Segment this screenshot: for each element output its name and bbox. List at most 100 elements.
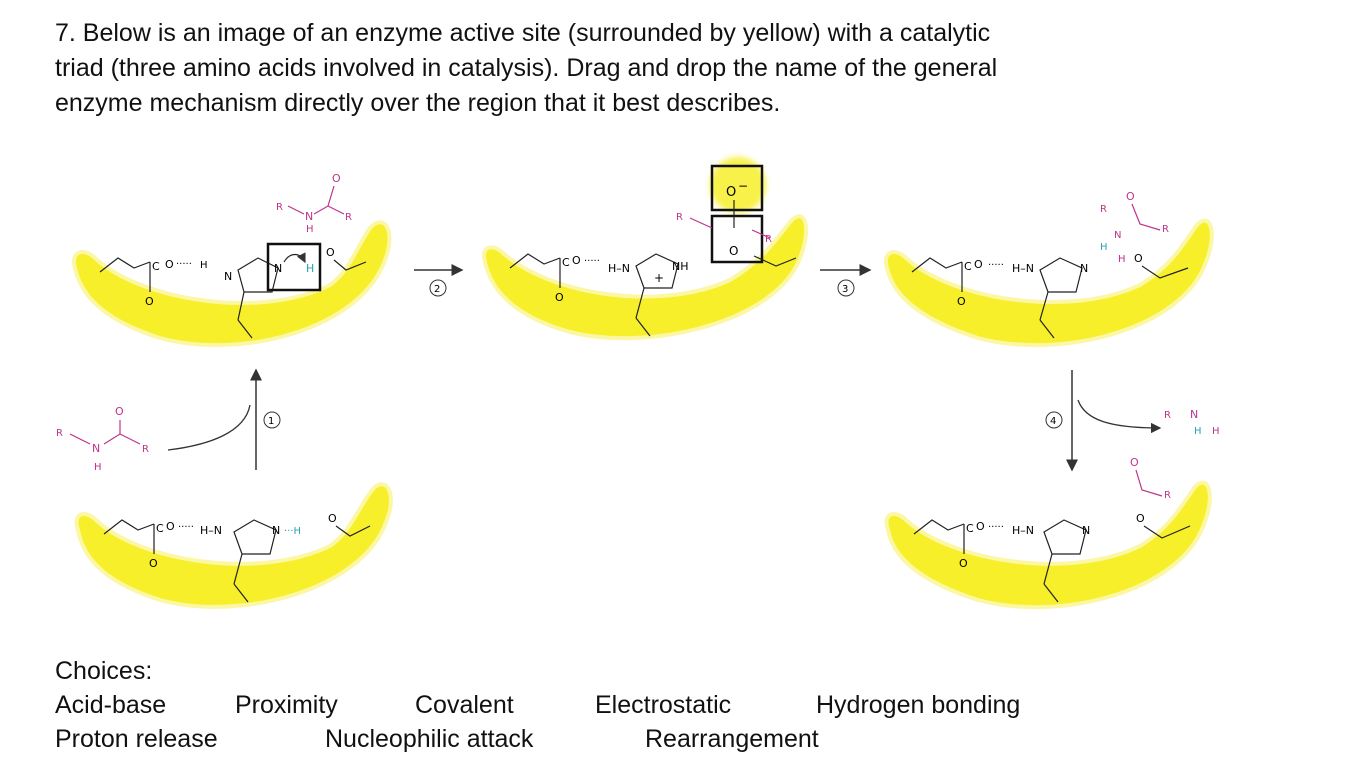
step-number: 2: [434, 284, 440, 295]
step-number: 3: [842, 284, 848, 295]
atom-label: H: [306, 262, 314, 275]
atom-label: O: [166, 520, 175, 533]
atom-label: O: [326, 246, 335, 259]
atom-label: O: [332, 172, 341, 185]
substituent: R: [345, 212, 352, 223]
atom-label: O: [555, 291, 564, 304]
choice-proximity[interactable]: Proximity: [235, 691, 338, 719]
charge-label: −: [738, 179, 748, 193]
choice-hydrogen-bonding[interactable]: Hydrogen bonding: [816, 691, 1021, 719]
atom-label: N: [305, 210, 313, 223]
atom-label: O: [115, 405, 124, 418]
substituent: R: [1162, 224, 1169, 235]
choice-electrostatic[interactable]: Electrostatic: [595, 691, 732, 719]
question-text: 7. Below is an image of an enzyme active…: [55, 16, 1255, 121]
atom-label: N: [92, 442, 100, 455]
atom-label: O: [729, 244, 738, 258]
atom-label: N: [1190, 408, 1198, 421]
atom-label: H–N: [1012, 262, 1034, 275]
atom-label: O: [1130, 456, 1139, 469]
atom-label: C: [964, 260, 972, 273]
substituent: R: [142, 444, 149, 455]
atom-label: NH: [672, 260, 689, 273]
panel-c: C O O ····· H–N N R N H H O R O: [883, 190, 1214, 348]
h-bond-dots: ·····: [584, 256, 600, 267]
step-arrow-3: 3: [820, 264, 872, 297]
atom-label: O: [959, 557, 968, 570]
choice-rearrangement[interactable]: Rearrangement: [645, 725, 819, 753]
h-bond-dots: ···H: [284, 526, 301, 537]
atom-label: O: [1134, 252, 1143, 265]
substituent: R: [1164, 490, 1171, 501]
drop-target-box[interactable]: [710, 214, 764, 264]
question-line: 7. Below is an image of an enzyme active…: [55, 19, 991, 47]
choices-label: Choices:: [55, 657, 153, 685]
atom-label: H: [1212, 426, 1220, 437]
atom-label: C: [562, 256, 570, 269]
panel-d: C O O ····· H–N N ···H O: [74, 482, 393, 609]
atom-label: N: [224, 270, 232, 283]
atom-label: H: [1118, 254, 1126, 265]
choice-proton-release[interactable]: Proton release: [55, 725, 218, 753]
substituent: R: [676, 212, 683, 223]
choice-nucleophilic-attack[interactable]: Nucleophilic attack: [325, 725, 534, 753]
substituent: R: [56, 428, 63, 439]
question-line: triad (three amino acids involved in cat…: [55, 54, 998, 82]
step-number: 4: [1050, 416, 1056, 427]
atom-label: H: [94, 462, 102, 473]
atom-label: O: [957, 295, 966, 308]
h-bond-dots: ·····: [176, 259, 192, 270]
step-number: 1: [268, 416, 274, 427]
drop-target-box[interactable]: [710, 164, 764, 212]
atom-label: O: [572, 254, 581, 267]
active-site-pocket: [884, 480, 1212, 610]
atom-label: H: [1194, 426, 1202, 437]
atom-label: C: [966, 522, 974, 535]
active-site-pocket: [72, 220, 392, 348]
enzyme-mechanism-figure: C O O ····· H N N H O R N H O R 2 C: [56, 157, 1220, 610]
atom-label: H: [306, 224, 314, 235]
substituent: R: [1164, 410, 1171, 421]
atom-label: N: [1082, 524, 1090, 537]
atom-label: O: [976, 520, 985, 533]
substituent: R: [1100, 204, 1107, 215]
atom-label: H–N: [200, 524, 222, 537]
atom-label: N: [1114, 230, 1121, 241]
atom-label: O: [726, 185, 736, 200]
panel-b: C O O ····· H–N + NH O − O R R: [481, 157, 809, 341]
atom-label: N: [272, 524, 280, 537]
substituent: R: [765, 234, 772, 245]
atom-label: O: [1136, 512, 1145, 525]
active-site-pocket: [481, 214, 809, 341]
atom-label: O: [328, 512, 337, 525]
atom-label: O: [1126, 190, 1135, 203]
panel-a: C O O ····· H N N H O R N H O R: [72, 172, 392, 348]
choice-acid-base[interactable]: Acid-base: [55, 691, 167, 719]
h-bond-dots: ·····: [988, 260, 1004, 271]
atom-label: N: [1080, 262, 1088, 275]
step-arrow-4: 4 R N H H: [1045, 370, 1220, 472]
h-bond-dots: ·····: [178, 522, 194, 533]
active-site-pocket: [883, 218, 1214, 348]
atom-label: C: [156, 522, 164, 535]
atom-label: O: [974, 258, 983, 271]
panel-e: C O O ····· H–N N O R O: [884, 456, 1212, 610]
atom-label: N: [274, 262, 282, 275]
step-arrow-2: 2: [414, 264, 464, 297]
active-site-pocket: [74, 482, 393, 609]
atom-label: H–N: [1012, 524, 1034, 537]
charge-label: +: [654, 271, 664, 285]
atom-label: O: [165, 258, 174, 271]
atom-label: H: [1100, 242, 1108, 253]
atom-label: O: [145, 295, 154, 308]
choice-covalent[interactable]: Covalent: [415, 691, 514, 719]
atom-label: H: [200, 260, 208, 271]
drop-target-box[interactable]: [266, 242, 322, 292]
atom-label: O: [149, 557, 158, 570]
h-bond-dots: ·····: [988, 522, 1004, 533]
atom-label: H–N: [608, 262, 630, 275]
question-line: enzyme mechanism directly over the regio…: [55, 89, 781, 117]
step-arrow-1: 1 R N H O R: [56, 368, 281, 473]
atom-label: C: [152, 260, 160, 273]
substituent: R: [276, 202, 283, 213]
